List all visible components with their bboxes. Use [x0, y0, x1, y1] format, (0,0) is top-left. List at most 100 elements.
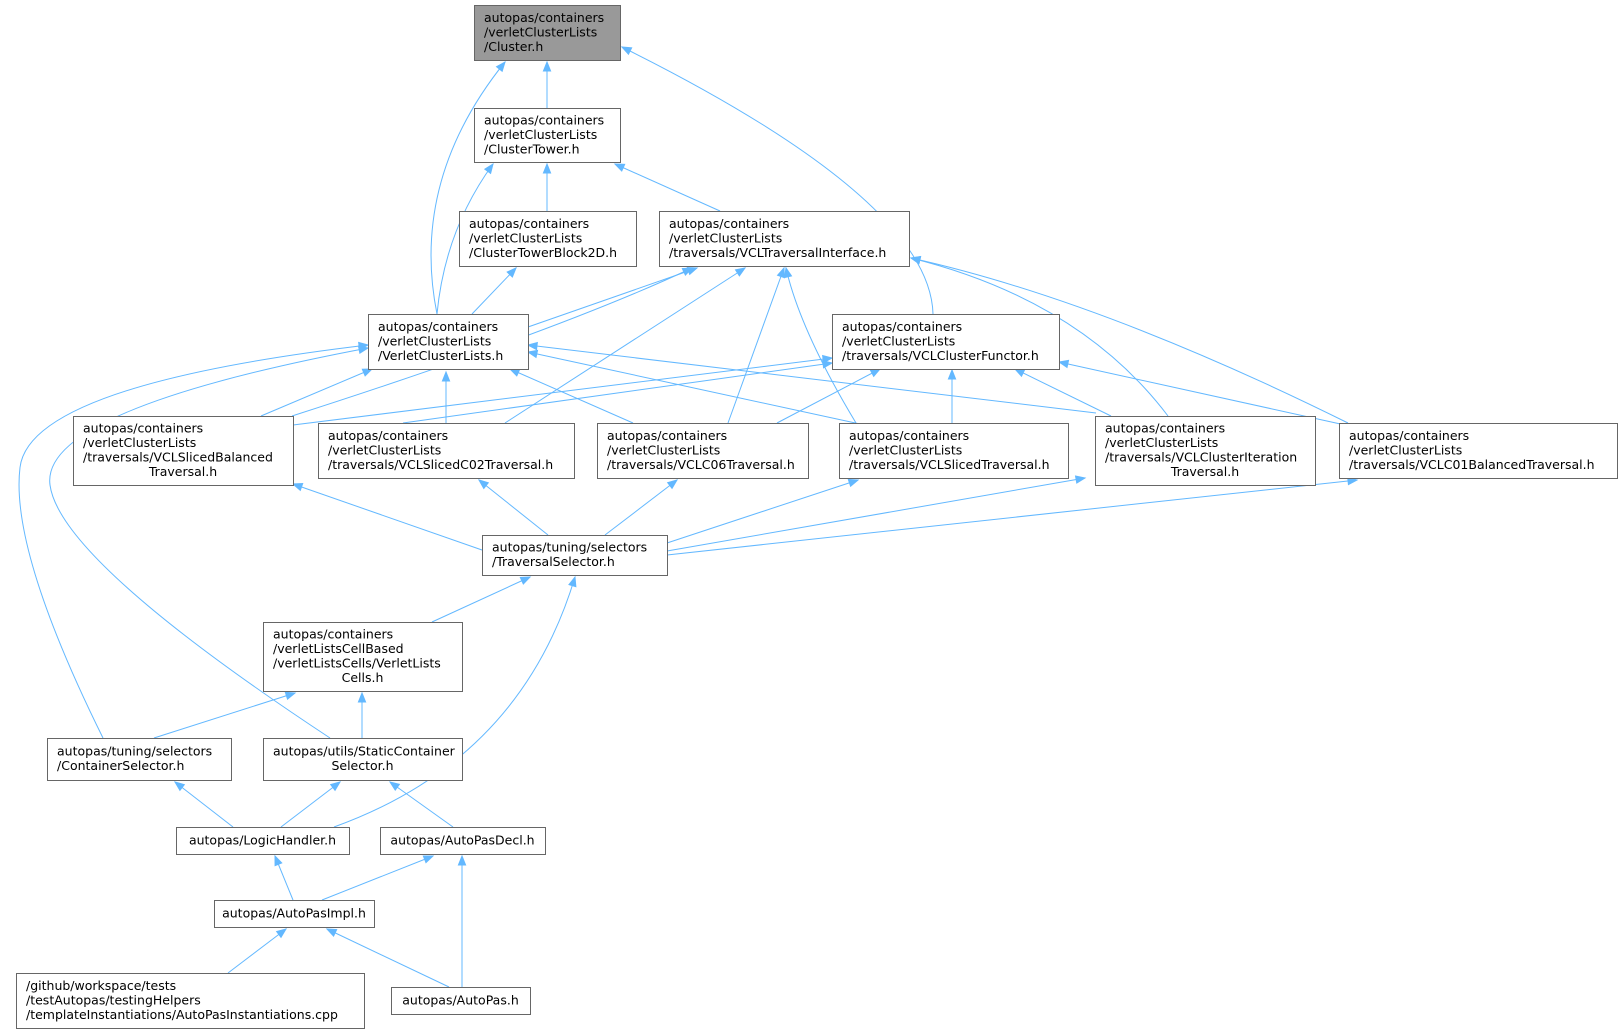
node-label-line: /verletClusterLists	[469, 230, 582, 245]
edge-travsel-to-c06	[604, 479, 679, 536]
node-label-line: autopas/utils/StaticContainer	[273, 744, 456, 759]
node-box	[318, 423, 575, 479]
arrowhead	[666, 479, 679, 490]
edge-travsel-to-slicedbal	[291, 483, 483, 551]
edge-impl-to-logic	[274, 854, 294, 901]
edge-line	[49, 347, 369, 739]
node-label-line: autopas/containers	[607, 428, 727, 443]
node-box	[380, 827, 546, 855]
node-c06[interactable]: autopas/containers/verletClusterLists/tr…	[597, 423, 809, 479]
edge-slicedc02-to-vcllists	[441, 370, 451, 423]
arrowhead	[681, 267, 694, 276]
node-label-line: Cells.h	[342, 670, 384, 685]
edge-line	[527, 351, 861, 425]
arrowhead	[441, 370, 451, 382]
edge-vcltraversal-to-clustertower	[613, 163, 721, 212]
edge-line	[471, 267, 517, 315]
node-label-line: /verletClusterLists	[849, 442, 962, 457]
arrowhead	[274, 854, 283, 867]
node-box	[659, 211, 910, 267]
edge-sliced-to-vclfunctor	[947, 368, 957, 423]
node-vcllists[interactable]: autopas/containers/verletClusterLists/Ve…	[368, 314, 529, 370]
arrowhead	[284, 691, 297, 701]
edge-vclfunctor-to-cluster	[620, 46, 934, 315]
node-label-line: Selector.h	[331, 758, 393, 773]
edge-vcllists-to-clustertower	[436, 162, 494, 315]
arrowhead	[783, 266, 793, 279]
node-label-line: autopas/containers	[378, 319, 498, 334]
edge-travsel-to-clusteriter	[666, 475, 1087, 552]
node-autopas[interactable]: autopas/AutoPas.h	[391, 987, 531, 1015]
node-box	[47, 738, 232, 781]
node-layer: autopas/containers/verletClusterLists/Cl…	[16, 5, 1618, 1029]
edge-line	[910, 257, 1349, 424]
arrowhead	[422, 855, 435, 864]
edge-line	[292, 483, 483, 551]
node-vlcells[interactable]: autopas/containers/verletListsCellBased/…	[263, 622, 463, 692]
node-slicedbal[interactable]: autopas/containers/verletClusterLists/tr…	[73, 416, 294, 486]
node-clusteriter[interactable]: autopas/containers/verletClusterLists/tr…	[1095, 416, 1316, 486]
node-label-line: /ClusterTowerBlock2D.h	[469, 245, 617, 260]
node-label-line: /traversals/VCLSlicedTraversal.h	[849, 457, 1050, 472]
node-towerblock[interactable]: autopas/containers/verletClusterLists/Cl…	[459, 211, 637, 267]
node-decl[interactable]: autopas/AutoPasDecl.h	[380, 827, 546, 855]
edge-c06-to-vcltraversal	[727, 266, 785, 424]
node-box	[597, 423, 809, 479]
arrowhead	[508, 368, 521, 377]
edge-line	[666, 479, 1358, 556]
node-travsel[interactable]: autopas/tuning/selectors/TraversalSelect…	[482, 535, 668, 576]
node-label-line: autopas/tuning/selectors	[492, 540, 647, 555]
node-vclfunctor[interactable]: autopas/containers/verletClusterLists/tr…	[832, 314, 1060, 370]
edge-staticsel-to-vlcells	[357, 691, 367, 738]
node-clustertower[interactable]: autopas/containers/verletClusterLists/Cl…	[474, 108, 621, 163]
node-cluster[interactable]: autopas/containers/verletClusterLists/Cl…	[474, 5, 621, 61]
node-c01bal[interactable]: autopas/containers/verletClusterLists/tr…	[1339, 423, 1618, 479]
edge-line	[18, 344, 369, 739]
arrowhead	[947, 368, 957, 380]
node-label-line: /traversals/VCLTraversalInterface.h	[669, 245, 886, 260]
edge-slicedc02-to-vcltraversal	[504, 267, 747, 424]
arrowhead	[495, 60, 506, 73]
edge-line	[621, 46, 934, 315]
node-slicedc02[interactable]: autopas/containers/verletClusterLists/tr…	[318, 423, 575, 479]
edge-line	[280, 781, 341, 828]
arrowhead	[483, 162, 494, 175]
edge-vcllists-to-vcltraversal	[527, 267, 699, 328]
edge-inst-to-impl	[227, 928, 288, 974]
node-impl[interactable]: autopas/AutoPasImpl.h	[214, 900, 375, 928]
edge-line	[174, 781, 234, 828]
edge-travsel-to-slicedc02	[477, 479, 549, 536]
edge-decl-to-staticsel	[388, 781, 454, 828]
arrowhead	[173, 781, 186, 792]
node-label-line: /traversals/VCLC01BalancedTraversal.h	[1349, 457, 1595, 472]
node-label-line: /verletClusterLists	[669, 230, 782, 245]
arrowhead	[325, 928, 338, 937]
node-label-line: autopas/containers	[83, 421, 203, 436]
node-label-line: autopas/AutoPasDecl.h	[390, 832, 534, 847]
node-label-line: /verletClusterLists	[378, 333, 491, 348]
node-sliced[interactable]: autopas/containers/verletClusterLists/tr…	[839, 423, 1069, 479]
edge-staticsel-to-vcllists	[49, 345, 370, 739]
node-label-line: autopas/containers	[469, 216, 589, 231]
node-box	[839, 423, 1069, 479]
edge-line	[333, 576, 576, 828]
edge-line	[1058, 361, 1346, 426]
edge-line	[1014, 368, 1112, 417]
node-box	[263, 738, 463, 781]
edge-sliced-to-vcllists	[526, 349, 861, 425]
node-logic[interactable]: autopas/LogicHandler.h	[176, 827, 350, 855]
edge-line	[527, 344, 1097, 414]
node-inst[interactable]: /github/workspace/tests/testAutopas/test…	[16, 973, 365, 1029]
arrowhead	[275, 928, 288, 939]
node-box	[1339, 423, 1618, 479]
node-label-line: autopas/AutoPas.h	[402, 992, 519, 1007]
edge-vcllists-to-cluster	[430, 60, 506, 315]
node-label-line: autopas/containers	[1105, 421, 1225, 436]
root-node-box	[474, 5, 621, 61]
node-contsel[interactable]: autopas/tuning/selectors/ContainerSelect…	[47, 738, 232, 781]
node-vcltraversal[interactable]: autopas/containers/verletClusterLists/tr…	[659, 211, 910, 267]
node-label-line: /verletClusterLists	[607, 442, 720, 457]
arrowhead	[329, 781, 342, 792]
node-label-line: autopas/containers	[328, 428, 448, 443]
